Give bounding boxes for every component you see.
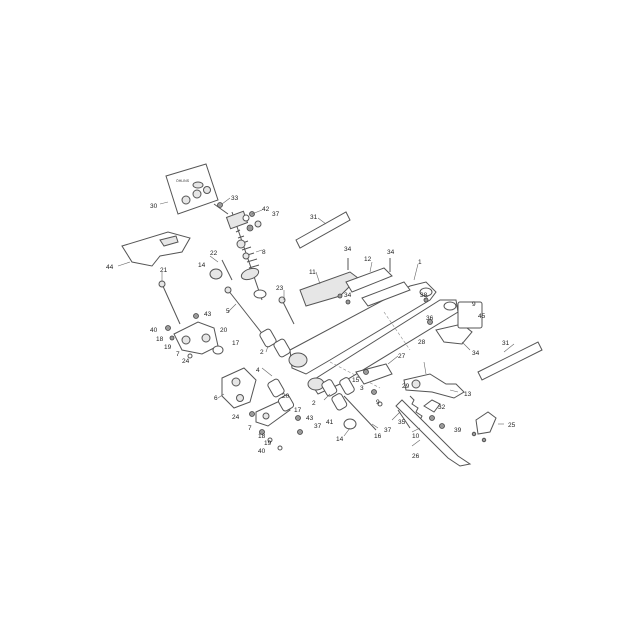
callout-37c: 37 [384, 427, 392, 434]
callout-40a: 40 [150, 327, 158, 334]
callout-9a: 9 [472, 301, 476, 308]
rear-shock-absorber [225, 210, 267, 301]
bolt-5 [224, 286, 265, 337]
callout-31a: 31 [310, 214, 318, 221]
callout-5: 5 [226, 308, 230, 315]
callout-37b: 37 [314, 423, 322, 430]
callout-13: 13 [464, 391, 472, 398]
callout-35: 35 [398, 419, 406, 426]
callout-34c: 34 [344, 292, 352, 299]
linkage-lower [221, 367, 303, 451]
callout-7a: 7 [176, 351, 180, 358]
callout-20a: 20 [220, 327, 228, 334]
callout-3: 3 [360, 385, 364, 392]
long-bolt-21 [158, 280, 181, 325]
callout-18b: 18 [258, 433, 266, 440]
callout-2b: 2 [312, 400, 316, 407]
callout-25: 25 [508, 422, 516, 429]
callout-11: 11 [309, 269, 316, 276]
callout-44: 44 [106, 264, 114, 271]
callout-28: 28 [418, 339, 426, 346]
callout-34d: 34 [472, 350, 480, 357]
callout-24b: 24 [232, 414, 240, 421]
callout-10: 10 [412, 433, 420, 440]
callout-41: 41 [326, 419, 334, 426]
chain-slider [345, 267, 411, 307]
rear-brake-lever [403, 373, 465, 429]
bushings-2-lower [321, 379, 348, 411]
callout-14a: 14 [198, 262, 206, 269]
callout-22: 22 [210, 250, 218, 257]
callout-23: 23 [276, 285, 284, 292]
callout-17b: 17 [294, 407, 302, 414]
callout-2a: 2 [260, 349, 264, 356]
callout-34b: 34 [387, 249, 395, 256]
callout-31b: 31 [502, 340, 510, 347]
callout-40b: 40 [258, 448, 266, 455]
brake-pedal-assembly [339, 363, 411, 431]
callout-36: 36 [426, 315, 434, 322]
callout-37a: 37 [272, 211, 280, 218]
callout-45: 45 [478, 313, 486, 320]
callout-7b: 7 [248, 425, 252, 432]
callout-27: 27 [398, 353, 406, 360]
linkage-upper [165, 313, 224, 359]
callout-9b: 9 [376, 399, 380, 406]
callout-16: 16 [374, 433, 382, 440]
callout-42: 42 [262, 206, 270, 213]
callout-4: 4 [256, 367, 260, 374]
chain-adjuster [423, 297, 483, 345]
callout-18a: 18 [156, 336, 164, 343]
sticker-strip-upper [295, 211, 351, 249]
leader-lines [117, 197, 515, 447]
spacer-14-upper [209, 268, 223, 280]
callout-32: 32 [438, 404, 446, 411]
callout-8: 8 [262, 249, 266, 256]
callout-43a: 43 [204, 311, 212, 318]
shock-kit-box: ÖHLINS [165, 163, 223, 215]
callout-39: 39 [454, 427, 462, 434]
bolt-23 [278, 296, 295, 325]
callout-19a: 19 [164, 344, 172, 351]
callout-1: 1 [418, 259, 422, 266]
callout-24a: 24 [182, 358, 190, 365]
callout-21: 21 [160, 267, 168, 274]
callout-38: 38 [420, 292, 428, 299]
protective-mat [121, 231, 191, 267]
bolt-22 [221, 259, 233, 281]
callout-43b: 43 [306, 415, 314, 422]
callout-34a: 34 [344, 246, 352, 253]
callout-17a: 17 [232, 340, 240, 347]
bushings-2-upper [259, 328, 291, 358]
callout-6: 6 [214, 395, 218, 402]
brand-label: ÖHLINS [176, 179, 190, 183]
small-fasteners [213, 203, 391, 305]
callout-30: 30 [150, 203, 158, 210]
callout-29: 29 [402, 383, 410, 390]
callout-15: 15 [352, 377, 360, 384]
side-stand [395, 399, 472, 467]
callout-19b: 19 [264, 440, 272, 447]
callout-labels: 30 33 42 37 8 44 31 34 34 12 11 1 38 34 … [106, 195, 516, 460]
callout-33: 33 [231, 195, 239, 202]
callout-26: 26 [412, 453, 420, 460]
callout-14b: 14 [336, 436, 344, 443]
swingarm [288, 281, 459, 395]
sticker-strip-lower [477, 341, 543, 381]
cover-25 [471, 411, 497, 443]
callout-12: 12 [364, 256, 372, 263]
callout-20b: 20 [282, 393, 290, 400]
